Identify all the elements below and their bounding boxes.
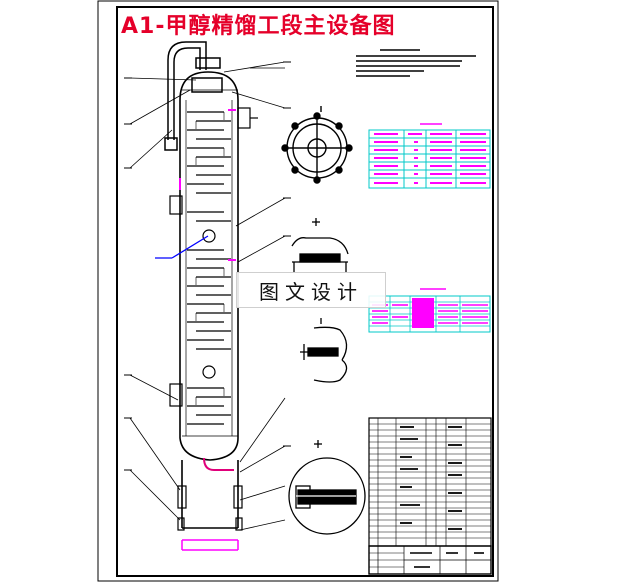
skirt-base	[181, 539, 239, 551]
inner-border	[116, 6, 494, 577]
title-block	[368, 545, 492, 575]
column-trays	[187, 111, 231, 425]
parts-list	[368, 417, 492, 547]
callout-ticks	[124, 61, 291, 471]
nozzle-table	[368, 123, 491, 189]
watermark-badge: 图文设计	[236, 272, 386, 308]
nozzle-detail-a	[291, 218, 349, 272]
technical-notes	[356, 49, 476, 77]
outer-border	[97, 0, 499, 582]
pipe-detail-c	[288, 440, 366, 535]
column-nozzles	[169, 107, 258, 531]
tray-downcomers	[195, 112, 225, 405]
flange-top-view	[281, 106, 353, 184]
feed-line	[155, 235, 209, 259]
watermark-text: 图文设计	[259, 279, 363, 304]
drawing-title: A1-甲醇精馏工段主设备图	[121, 14, 396, 39]
nozzle-detail-b	[300, 318, 348, 383]
distillation-column	[179, 71, 239, 529]
bottom-reboiler-nozzle	[203, 457, 234, 471]
design-data-table	[368, 288, 491, 333]
leader-lines	[129, 61, 286, 531]
magenta-marks	[179, 109, 236, 261]
overhead-pipe	[164, 41, 223, 151]
